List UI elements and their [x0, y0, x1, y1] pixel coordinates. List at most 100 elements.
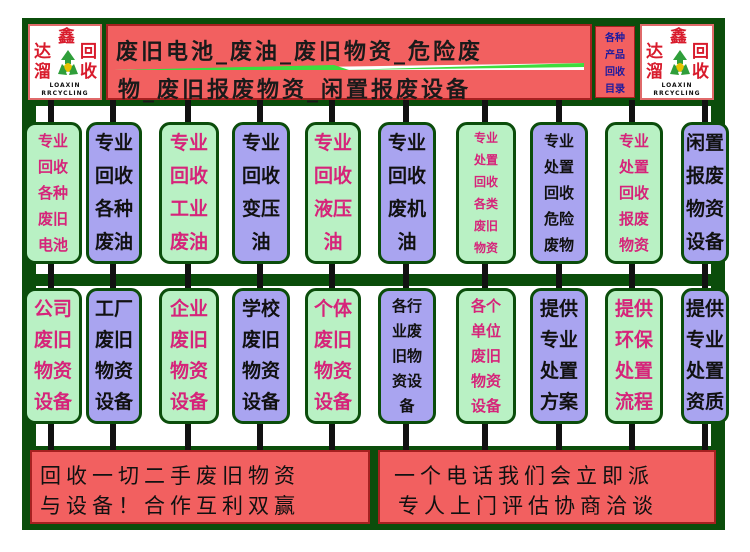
- card-line: 变压: [241, 198, 280, 220]
- top-card-2: 专业回收各种废油: [86, 122, 142, 264]
- card-line: 物资: [169, 360, 208, 382]
- card-line: 个体: [313, 298, 352, 320]
- top-card-9: 专业处置回收报废物资: [605, 122, 663, 264]
- card-line: 专业: [685, 329, 724, 351]
- logo-left: 鑫 达 回 溜 收 LOAXIN RRCYCLING: [28, 24, 102, 100]
- card-line: 回收: [387, 165, 426, 187]
- card-line: 危险: [543, 210, 574, 228]
- card-line: 物资: [313, 360, 352, 382]
- card-line: 回收: [169, 165, 208, 187]
- bottom-card-6: 各行业废旧物资设备: [378, 288, 436, 424]
- card-line: 各种: [94, 198, 133, 220]
- bottom-card-10: 提供专业处置资质: [681, 288, 729, 424]
- card-line: 废旧: [473, 219, 498, 233]
- bottom-card-8: 提供专业处置方案: [530, 288, 588, 424]
- card-line: 废旧: [94, 329, 133, 351]
- card-line: 设备: [33, 391, 72, 413]
- card-line: 专业: [539, 329, 578, 351]
- logo-char: 回: [80, 42, 97, 62]
- top-card-4: 专业回收变压油: [232, 122, 290, 264]
- card-line: 废物: [543, 236, 574, 254]
- footer-left-banner: 回收一切二手废旧物资 与设备！合作互利双赢: [30, 450, 370, 524]
- pillar: [257, 100, 263, 460]
- footer-divider: [372, 450, 376, 524]
- card-line: 油: [251, 231, 271, 253]
- card-line: 资设: [391, 371, 422, 390]
- card-line: 设备: [94, 391, 133, 413]
- card-line: 回收: [241, 165, 280, 187]
- logo-char: 达: [34, 42, 51, 62]
- footer-right-line-2: 专人上门评估协商洽谈: [398, 494, 658, 518]
- bottom-card-1: 公司废旧物资设备: [24, 288, 82, 424]
- logo-text: RRCYCLING: [41, 90, 89, 97]
- card-line: 回收: [313, 165, 352, 187]
- card-line: 旧物: [391, 346, 422, 365]
- catalog-word: 回收: [605, 67, 625, 78]
- title-banner: 废旧电池_废油_废旧物资_危险废 物_废旧报废物资_闲置报废设备: [106, 24, 592, 103]
- logo-char: 溜: [34, 62, 51, 82]
- card-line: 流程: [614, 391, 653, 413]
- title-line-1: 废旧电池_废油_废旧物资_危险废: [116, 40, 484, 65]
- card-line: 专业: [473, 131, 498, 145]
- card-line: 环保: [614, 329, 653, 351]
- card-line: 各行: [391, 296, 422, 315]
- card-line: 学校: [241, 298, 280, 320]
- logo-char: 收: [80, 62, 97, 82]
- card-line: 各种: [37, 184, 68, 202]
- footer-right-banner: 一个电话我们会立即派 专人上门评估协商洽谈: [378, 450, 716, 524]
- card-line: 设备: [169, 391, 208, 413]
- footer-right-line-1: 一个电话我们会立即派: [394, 464, 654, 488]
- card-line: 单位: [470, 321, 501, 340]
- footer-left-line-1: 回收一切二手废旧物资: [40, 464, 300, 488]
- logo-char: 鑫: [58, 27, 75, 47]
- top-card-3: 专业回收工业废油: [159, 122, 219, 264]
- card-line: 提供: [685, 298, 724, 320]
- card-line: 物资: [473, 241, 498, 255]
- card-line: 回收: [94, 165, 133, 187]
- card-line: 闲置: [685, 132, 724, 154]
- card-line: 公司: [33, 298, 72, 320]
- logo-char: 达: [646, 42, 663, 62]
- card-line: 处置: [543, 158, 574, 176]
- title-line-2: 物_废旧报废物资_闲置报废设备: [118, 78, 472, 103]
- card-line: 物资: [241, 360, 280, 382]
- card-line: 物资: [470, 371, 501, 390]
- top-card-6: 专业回收废机油: [378, 122, 436, 264]
- signboard: 鑫 达 回 溜 收 LOAXIN RRCYCLING 废旧电池_废油_废旧物资_…: [22, 18, 729, 530]
- middle-rail: [22, 274, 725, 286]
- card-line: 处置: [539, 360, 578, 382]
- pillar: [48, 100, 54, 460]
- card-line: 回收: [473, 175, 498, 189]
- card-line: 报废: [685, 165, 724, 187]
- bottom-card-2: 工厂废旧物资设备: [86, 288, 142, 424]
- card-line: 废旧: [313, 329, 352, 351]
- top-card-8: 专业处置回收危险废物: [530, 122, 588, 264]
- card-line: 各个: [470, 296, 501, 315]
- logo-char: 鑫: [670, 27, 687, 47]
- card-line: 处置: [685, 360, 724, 382]
- catalog-word: 产品: [605, 50, 625, 61]
- top-card-5: 专业回收液压油: [305, 122, 361, 264]
- catalog-box: 各种 产品 回收 目录: [595, 26, 635, 98]
- card-line: 回收: [543, 184, 574, 202]
- pillar: [556, 100, 562, 460]
- card-line: 处置: [473, 153, 498, 167]
- pillar: [403, 100, 409, 460]
- card-line: 工业: [169, 198, 208, 220]
- logo-right: 鑫 达 回 溜 收 LOAXIN RRCYCLING: [640, 24, 714, 100]
- card-line: 废油: [94, 231, 133, 253]
- bottom-card-4: 学校废旧物资设备: [232, 288, 290, 424]
- card-line: 各类: [473, 197, 498, 211]
- card-line: 设备: [241, 391, 280, 413]
- pillar: [185, 100, 191, 460]
- title-stripe: [114, 63, 584, 70]
- logo-char: 回: [692, 42, 709, 62]
- card-line: 提供: [539, 298, 578, 320]
- bottom-card-5: 个体废旧物资设备: [305, 288, 361, 424]
- recycle-icon: [670, 50, 690, 75]
- card-line: 废油: [169, 231, 208, 253]
- card-line: 回收: [37, 158, 68, 176]
- card-line: 物资: [94, 360, 133, 382]
- card-line: 废旧: [33, 329, 72, 351]
- top-card-10: 闲置报废物资设备: [681, 122, 729, 264]
